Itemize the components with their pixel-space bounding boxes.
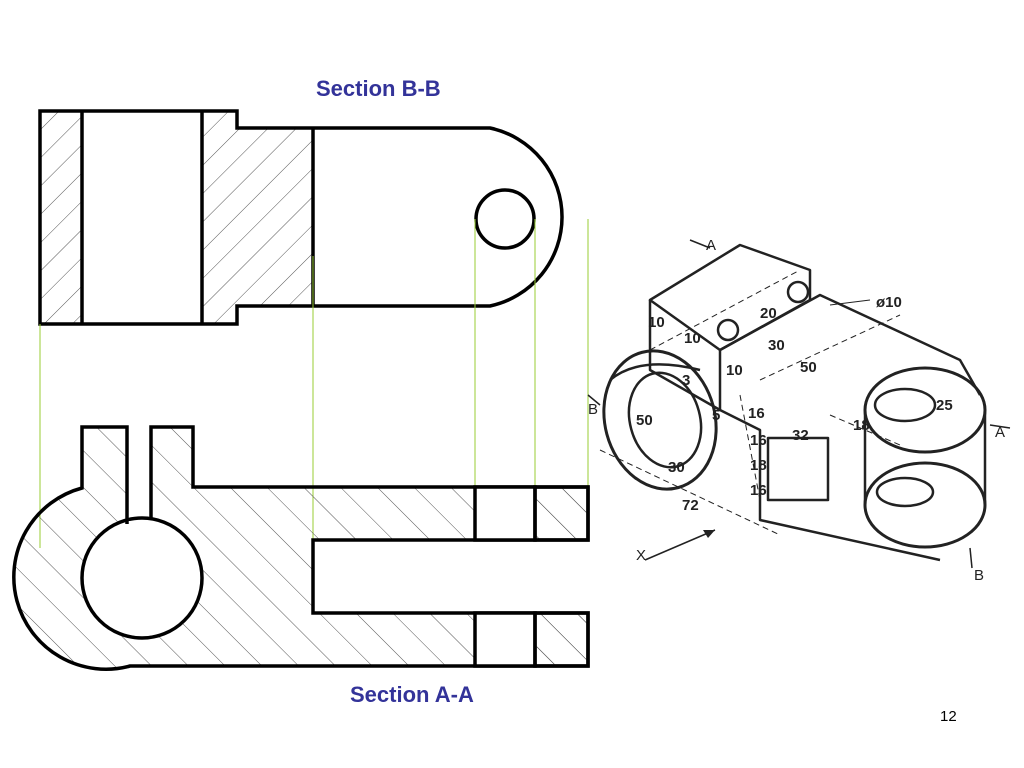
dim-label: 16 <box>748 405 765 422</box>
cut-label-a-top: A <box>706 237 716 254</box>
dim-label: 10 <box>684 330 701 347</box>
ring-boss-outer <box>602 349 718 491</box>
arm-front-edge <box>719 408 941 562</box>
dim-label: 20 <box>760 305 777 322</box>
clevis-lower-hole <box>875 476 935 508</box>
clevis-lower-end <box>533 611 590 668</box>
pin-hole-upper <box>473 485 537 542</box>
pin-hole-circle <box>474 188 536 250</box>
isometric-view <box>587 239 1011 569</box>
bolt-hole-2 <box>786 280 810 304</box>
axis-label-x: X <box>636 547 646 564</box>
dim-label: 16 <box>750 432 767 449</box>
dim-label: 25 <box>936 397 953 414</box>
dim-label: 30 <box>768 337 785 354</box>
page-number: 12 <box>940 708 957 725</box>
dim-label: 32 <box>792 427 809 444</box>
section-aa-title: Section A-A <box>350 682 474 707</box>
ring-boss-inner <box>627 371 703 469</box>
dim-label: 50 <box>800 359 817 376</box>
dim-label: 16 <box>750 482 767 499</box>
hatch-left-wall <box>40 111 82 324</box>
bore-circle <box>80 516 204 640</box>
clevis-lower-eye <box>863 461 987 549</box>
clevis-upper-eye <box>863 366 987 454</box>
section-aa-view <box>12 425 590 671</box>
dim-label: 50 <box>636 412 653 429</box>
dim-label: 30 <box>668 459 685 476</box>
dim-label: 3 <box>682 372 690 389</box>
pin-hole-lower <box>473 611 537 668</box>
dim-label: ø10 <box>876 294 902 311</box>
section-bb-outline <box>38 109 564 326</box>
cut-label-b-bottom: B <box>974 567 984 584</box>
section-bb-title: Section B-B <box>316 76 441 101</box>
clevis-upper-end <box>533 485 590 542</box>
rect-slot <box>766 436 830 502</box>
section-bb-view <box>38 109 564 326</box>
cut-label-a-right: A <box>995 424 1005 441</box>
hatch-right-wall <box>202 111 313 324</box>
clamp-side-face <box>648 300 722 412</box>
dim-label: 18 <box>750 457 767 474</box>
dim-label: 72 <box>682 497 699 514</box>
dim-label: 5 <box>712 407 720 424</box>
clamp-top-face <box>648 243 812 352</box>
isometric-labels: A B B A X 10 10 20 30 50 10 ø10 3 50 5 1… <box>588 237 1005 584</box>
bolt-hole-1 <box>716 318 740 342</box>
cut-label-b-left: B <box>588 401 598 418</box>
section-aa-outline <box>12 425 590 671</box>
dim-label: 10 <box>726 362 743 379</box>
dim-label: 10 <box>648 314 665 331</box>
clevis-upper-hole <box>873 387 937 423</box>
arm-top-edge <box>719 293 982 396</box>
dim-label: 18 <box>853 417 870 434</box>
